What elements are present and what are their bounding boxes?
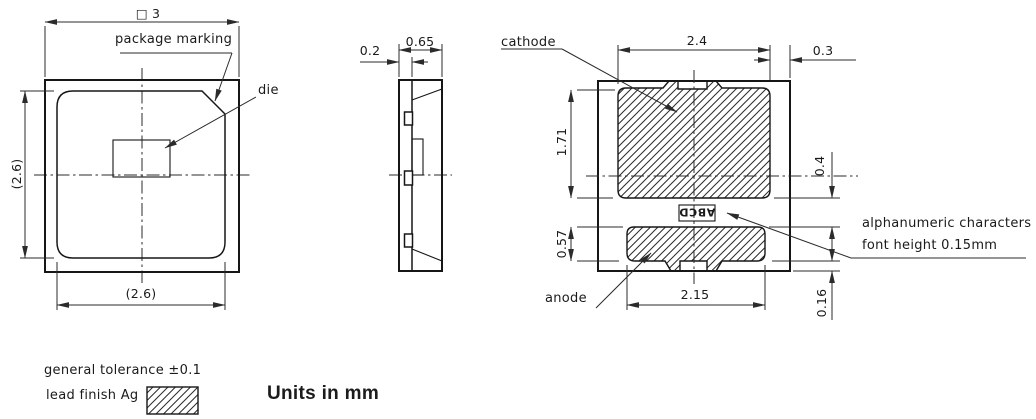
lens-outline	[56, 90, 226, 259]
leader-line	[726, 212, 852, 259]
dim-lens-width-label: (2.6)	[126, 286, 157, 301]
marking-box: ABCD	[678, 204, 716, 222]
bottom-chamfer-line	[411, 248, 443, 262]
top-view: □ 3 (2.6) (2.6) package marking die	[9, 6, 279, 310]
package-marking-label: package marking	[115, 32, 232, 47]
dim-cathode-width: 2.4	[617, 33, 771, 84]
die-side-profile	[411, 138, 424, 176]
font-note-callout: alphanumeric characters font height 0.15…	[726, 212, 1031, 259]
units-note: Units in mm	[267, 383, 379, 404]
anode-label: anode	[545, 291, 587, 306]
dim-lens-width: (2.6)	[56, 262, 226, 310]
die-callout: die	[164, 83, 279, 149]
leader-line	[164, 96, 257, 149]
die-rect	[112, 139, 171, 178]
dim-anode-width-label: 2.15	[681, 287, 710, 302]
package-outline	[44, 79, 240, 273]
dim-anode-width: 2.15	[626, 265, 766, 310]
dim-bottom-gap-label: 0.16	[814, 289, 829, 318]
dim-standoff: 0.2	[360, 43, 428, 77]
cathode-callout: cathode	[501, 35, 678, 113]
anode-callout: anode	[545, 252, 652, 309]
dim-cathode-height: 1.71	[554, 89, 615, 199]
anode-pad	[626, 226, 766, 272]
lead-finish-note: lead finish Ag	[46, 388, 139, 403]
terminal-top	[403, 111, 414, 126]
font-note-line1: alphanumeric characters	[862, 216, 1031, 231]
top-chamfer-line	[411, 88, 443, 101]
cathode-label: cathode	[501, 35, 556, 50]
dim-overall-size: □ 3	[44, 6, 240, 77]
dim-standoff-label: 0.2	[360, 43, 380, 58]
footer-notes: general tolerance ±0.1 lead finish Ag Un…	[44, 363, 379, 415]
dim-bottom-gap: 0.16	[772, 235, 840, 320]
dim-lens-height-label: (2.6)	[9, 159, 24, 190]
terminal-bottom	[403, 233, 414, 248]
dim-thickness: 0.65	[398, 34, 443, 77]
leader-line	[214, 52, 233, 102]
dim-lens-height: (2.6)	[9, 90, 54, 259]
font-note-line2: font height 0.15mm	[862, 238, 997, 253]
dim-anode-height: 0.57	[554, 226, 623, 262]
side-view: 0.65 0.2	[360, 34, 452, 272]
dim-edge-gap: 0.3	[754, 43, 856, 78]
dim-thickness-label: 0.65	[406, 34, 435, 49]
terminal-middle	[403, 170, 414, 186]
dim-cathode-width-label: 2.4	[687, 33, 707, 48]
tolerance-note: general tolerance ±0.1	[44, 363, 201, 378]
marking-text: ABCD	[679, 206, 716, 219]
dim-pad-gap: 0.4	[769, 152, 840, 252]
lead-finish-swatch	[146, 386, 199, 415]
leader-line	[595, 252, 652, 309]
dim-edge-gap-label: 0.3	[813, 43, 833, 58]
side-outline	[398, 79, 443, 272]
bottom-view: ABCD 2.4 0.3 1.71 0.4	[501, 33, 1031, 320]
die-label: die	[258, 83, 279, 98]
marking-frame	[678, 204, 716, 222]
package-marking-callout: package marking	[115, 32, 233, 102]
dim-cathode-height-label: 1.71	[554, 128, 569, 157]
dim-anode-height-label: 0.57	[554, 230, 569, 259]
leader-line	[561, 48, 678, 113]
dim-overall-label: □ 3	[136, 6, 160, 21]
dim-pad-gap-label: 0.4	[812, 156, 827, 176]
